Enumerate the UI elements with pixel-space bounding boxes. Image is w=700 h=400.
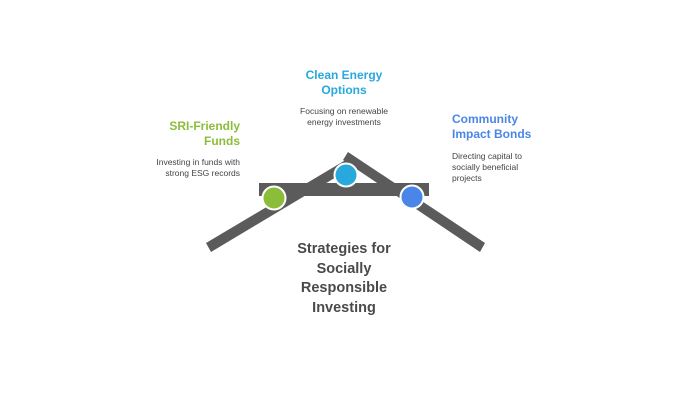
community-node-circle [399, 184, 425, 210]
horizontal-beam [259, 183, 429, 196]
clean-energy-node-circle [333, 162, 359, 188]
sri-node-circle [261, 185, 287, 211]
